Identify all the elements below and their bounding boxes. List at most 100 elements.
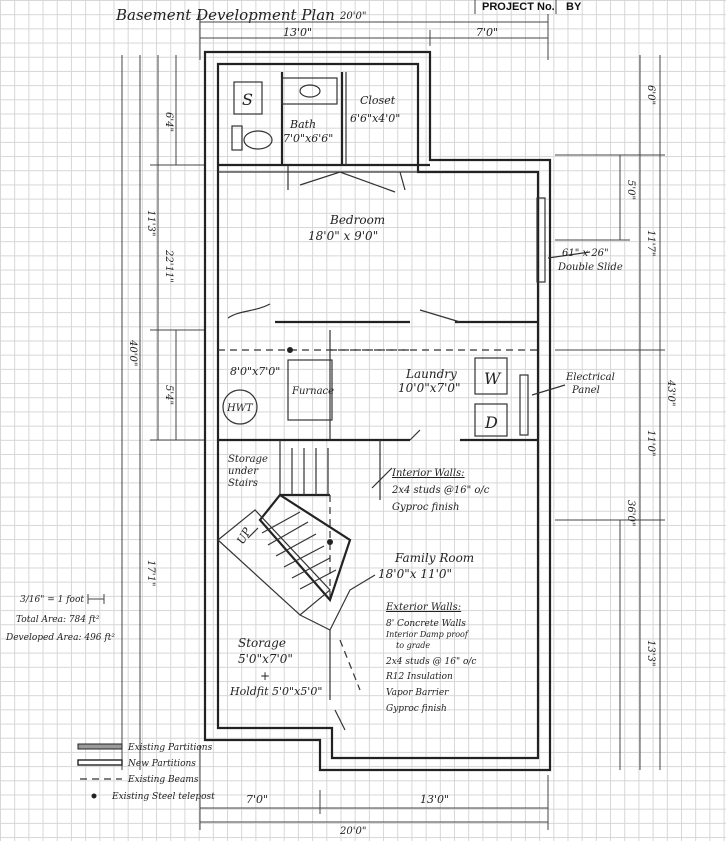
- dryer-label: D: [484, 413, 498, 432]
- wall-notes: Interior Walls: 2x4 studs @16" o/c Gypro…: [385, 468, 490, 714]
- telepost-2: [327, 539, 333, 545]
- sink-counter: [281, 77, 338, 105]
- legend-existing-telepost: Existing Steel telepost: [111, 792, 215, 802]
- top-total-dim: 20'0": [339, 11, 366, 22]
- top-dimensions: 20'0" 13'0" 7'0": [199, 11, 549, 60]
- left-dim-6: 17'1": [145, 560, 156, 586]
- room-labels: Bath 7'0"x6'6" Closet 6'6"x4'0" Bedroom …: [226, 94, 623, 698]
- washer-label: W: [484, 369, 502, 388]
- electrical-label-2: Panel: [571, 385, 600, 396]
- exterior-walls-line-1: 8' Concrete Walls: [386, 619, 466, 629]
- telepost-1: [287, 347, 293, 353]
- laundry-size: 10'0"x7'0": [398, 381, 461, 395]
- top-left-dim: 13'0": [283, 26, 312, 39]
- laundry-name: Laundry: [405, 367, 457, 381]
- left-dim-5: 40'0": [127, 339, 138, 366]
- bedroom-name: Bedroom: [329, 213, 385, 227]
- electrical-label-1: Electrical: [565, 372, 615, 383]
- hwt-label: HWT: [226, 403, 254, 414]
- legend-new-partitions-swatch: [77, 759, 123, 766]
- right-dim-3: 11'7": [645, 230, 656, 256]
- family-room-name: Family Room: [394, 551, 474, 565]
- right-dim-2: 5'0": [625, 180, 636, 200]
- right-dim-7: 13'3": [645, 640, 656, 666]
- toilet-bowl: [243, 130, 273, 150]
- interior-walls-line-2: Gyproc finish: [392, 502, 460, 513]
- developed-area: Developed Area: 496 ft²: [5, 633, 115, 643]
- storage-size: 5'0"x7'0": [238, 652, 293, 666]
- plan-title: Basement Development Plan: [115, 6, 335, 24]
- family-room-size: 18'0"x 11'0": [378, 567, 452, 581]
- storage-name: Storage: [238, 636, 286, 650]
- panel-leader: [531, 384, 566, 396]
- scale-and-area: 3/16" = 1 foot Total Area: 784 ft² Devel…: [5, 594, 115, 643]
- washer: [474, 357, 508, 395]
- total-area: Total Area: 784 ft²: [16, 615, 100, 625]
- sink-basin: [299, 84, 321, 98]
- exterior-walls-line-4: 2x4 studs @ 16" o/c: [385, 657, 476, 667]
- toilet-tank: [231, 125, 243, 151]
- left-dim-2: 11'3": [145, 210, 156, 236]
- furnace-label: Furnace: [291, 386, 334, 397]
- exterior-walls-line-5: R12 Insulation: [385, 672, 453, 682]
- stairs-up-label: UP: [234, 525, 254, 546]
- legend-new-partitions: New Partitions: [127, 759, 196, 769]
- storage-under-stairs-2: under: [228, 466, 259, 477]
- project-no-label: PROJECT No.: [482, 1, 555, 13]
- tub: [233, 81, 263, 115]
- right-dim-4: 43'0": [665, 379, 676, 406]
- window-leader: [547, 251, 591, 259]
- interior-note-leader: [371, 467, 393, 489]
- legend-telepost-swatch: [91, 793, 97, 799]
- interior-walls-title: Interior Walls:: [391, 468, 465, 479]
- left-dim-4: 5'4": [163, 385, 174, 405]
- fixtures: S: [222, 77, 546, 545]
- stair-treads: [261, 448, 337, 590]
- left-dim-1: 6'4": [163, 112, 174, 132]
- by-label: BY: [566, 1, 582, 13]
- furnace-room-size: 8'0"x7'0": [230, 365, 280, 378]
- exterior-walls-line-3: to grade: [396, 641, 430, 650]
- left-dim-3: 22'11": [163, 249, 174, 283]
- exterior-walls-line-6: Vapor Barrier: [386, 688, 449, 698]
- bottom-right-dim: 13'0": [420, 793, 449, 806]
- legend-existing-beams: Existing Beams: [127, 775, 199, 785]
- storage-plus: +: [260, 669, 270, 683]
- window-type: Double Slide: [557, 262, 623, 273]
- exterior-walls-line-7: Gyproc finish: [386, 704, 447, 714]
- window-size: 61" x 26": [562, 248, 609, 259]
- exterior-walls-title: Exterior Walls:: [385, 602, 461, 613]
- bath-name: Bath: [289, 118, 316, 131]
- stairs-up-arrow: [247, 527, 259, 539]
- exterior-walls-line-2: Interior Damp proof: [385, 630, 470, 639]
- bedroom-size: 18'0" x 9'0": [308, 229, 378, 243]
- hot-water-tank: [222, 389, 258, 425]
- scale-text: 3/16" = 1 foot: [20, 595, 84, 605]
- right-dim-1: 6'0": [645, 85, 656, 105]
- closet-name: Closet: [360, 94, 396, 107]
- interior-partitions: [217, 72, 538, 731]
- tub-letter: S: [242, 90, 253, 109]
- legend-existing-partitions-swatch: [77, 743, 123, 750]
- right-dimensions: 6'0" 5'0" 11'7" 43'0" 11'0" 36'0" 13'3": [555, 55, 676, 770]
- right-dim-5: 11'0": [645, 430, 656, 456]
- legend: Existing Partitions New Partitions Exist…: [77, 743, 215, 802]
- exterior-walls: [203, 50, 552, 772]
- furnace: [287, 359, 333, 421]
- bottom-left-dim: 7'0": [246, 793, 268, 806]
- top-right-dim: 7'0": [476, 26, 498, 39]
- window: [536, 197, 546, 283]
- dryer: [474, 403, 508, 437]
- holdfit-size: Holdfit 5'0"x5'0": [229, 685, 322, 698]
- interior-walls-line-1: 2x4 studs @16" o/c: [391, 485, 490, 496]
- storage-under-stairs-3: Stairs: [228, 478, 258, 489]
- left-dimensions: 6'4" 11'3" 22'11" 5'4" 40'0" 17'1": [121, 55, 205, 770]
- storage-under-stairs-1: Storage: [228, 454, 268, 465]
- right-dim-6: 36'0": [625, 500, 636, 526]
- closet-size: 6'6"x4'0": [350, 112, 400, 125]
- bottom-dimensions: 7'0" 13'0" 20'0": [199, 745, 549, 837]
- bath-size: 7'0"x6'6": [283, 132, 333, 145]
- legend-existing-partitions: Existing Partitions: [127, 743, 213, 753]
